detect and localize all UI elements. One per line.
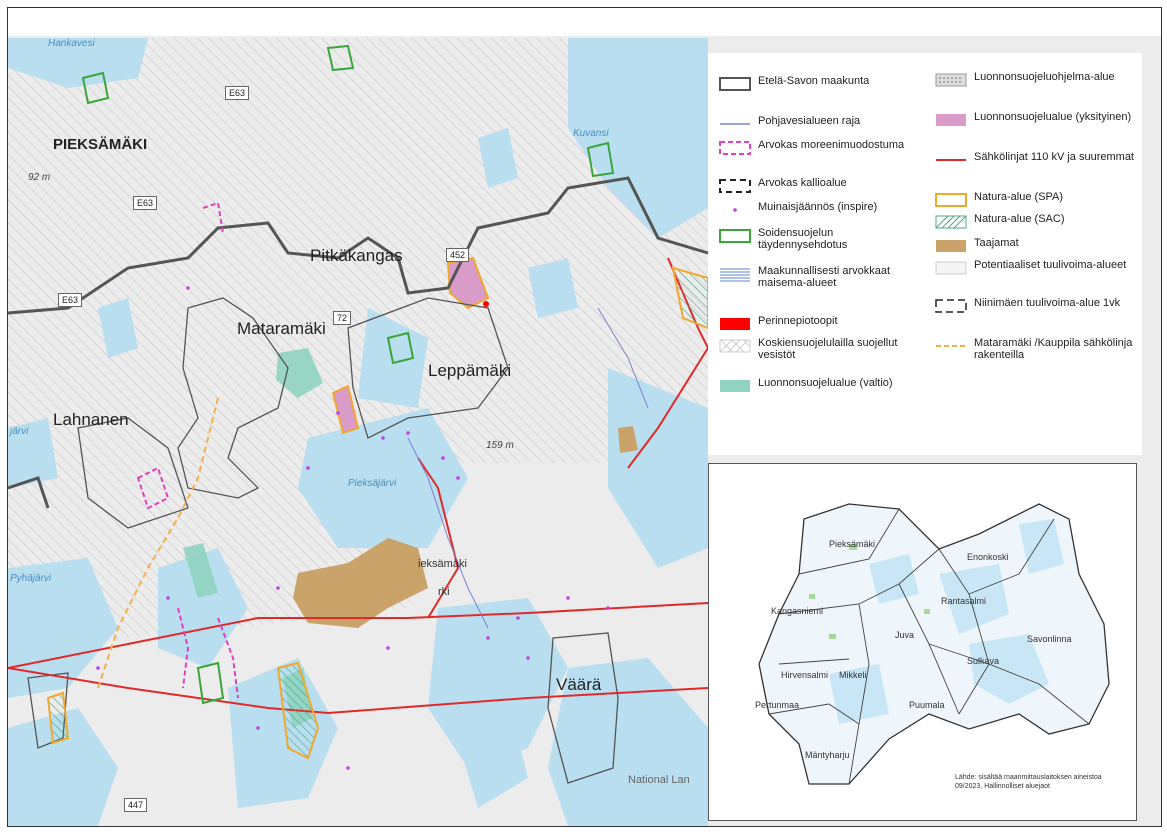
ancient-dot-icon	[733, 208, 737, 212]
water-label-pieksajarvi: Pieksäjärvi	[348, 478, 397, 489]
elevation-159: 159 m	[486, 440, 514, 451]
legend-item-mire: Soidensuojelun täydennysehdotus	[718, 227, 918, 251]
rock-dash-icon	[719, 179, 751, 193]
heritage-site	[483, 301, 489, 307]
construction-line-icon	[936, 345, 966, 347]
road-shield-e63-left: E63	[58, 293, 83, 307]
region-border	[8, 176, 709, 315]
region-border-symbol-icon	[719, 77, 751, 91]
overview-inset-map: Pieksämäki Enonkoski Rantasalmi Kangasni…	[708, 463, 1137, 821]
legend-item-niinimaki: Niinimäen tuulivoima-alue 1vk	[934, 297, 1134, 314]
region-border-south	[8, 476, 50, 509]
inset-label-2: Rantasalmi	[941, 596, 987, 606]
map-frame: Hankavesi Kuvansi Pieksäjärvi Pyhäjärvi …	[7, 7, 1162, 827]
place-label-partial: rki	[438, 586, 450, 598]
powerline-icon	[936, 159, 966, 161]
legend-item-sac: Natura-alue (SAC)	[934, 213, 1134, 230]
map-legend: Etelä-Savon maakunta Pohjavesialueen raj…	[708, 53, 1142, 455]
legend-item-landscape: Maakunnallisesti arvokkaat maisema-aluee…	[718, 265, 918, 289]
moraine-dash-icon	[719, 141, 751, 155]
inset-label-0: Pieksämäki	[829, 539, 876, 549]
top-margin	[8, 8, 1161, 36]
elevation-92: 92 m	[28, 172, 51, 183]
legend-item-powerline: Sähkölinjat 110 kV ja suuremmat	[934, 151, 1134, 168]
private-reserve-fill-icon	[936, 114, 966, 126]
inset-label-7: Hirvensalmi	[781, 670, 829, 680]
ancient-relics	[96, 286, 610, 770]
landscape-lines-icon	[720, 268, 750, 282]
heritage-fill-icon	[720, 318, 750, 330]
legend-item-rapids: Koskiensuojelulailla suojellut vesistöt	[718, 337, 918, 361]
inset-label-8: Mikkeli	[839, 670, 867, 680]
legend-item-ancient: Muinaisjäännös (inspire)	[718, 201, 918, 218]
road-shield-447: 447	[124, 798, 148, 812]
groundwater-line-icon	[720, 123, 750, 125]
legend-item-construction: Mataramäki /Kauppila sähkölinja rakentei…	[934, 337, 1134, 361]
inset-label-3: Kangasniemi	[771, 606, 824, 616]
mire-features	[81, 44, 615, 705]
road-shield-e63-mid: E63	[133, 196, 158, 210]
wind-area-box-icon	[935, 261, 967, 275]
place-label-mataramaki: Mataramäki	[237, 319, 326, 338]
road-shield-e63-top: E63	[225, 86, 250, 100]
water-label-hankavesi: Hankavesi	[48, 38, 95, 49]
state-reserve-fill-icon	[720, 380, 750, 392]
inset-label-11: Mäntyharju	[805, 750, 850, 760]
niinimaki-dash-icon	[935, 299, 967, 313]
sac-hatch-icon	[935, 215, 967, 229]
legend-item-region-border: Etelä-Savon maakunta	[718, 75, 918, 92]
place-label-pieksamaki-region: PIEKSÄMÄKI	[53, 136, 148, 153]
place-label-vaara: Väärä	[556, 675, 602, 694]
inset-label-1: Enonkoski	[967, 552, 1009, 562]
water-label-jarvi: järvi	[10, 426, 29, 437]
inset-map-svg	[758, 503, 1110, 785]
legend-item-spa: Natura-alue (SPA)	[934, 191, 1134, 208]
program-dots-icon	[935, 73, 967, 87]
inset-label-5: Savonlinna	[1027, 634, 1072, 644]
place-label-leppamaki: Leppämäki	[428, 361, 512, 380]
water-label-kuvansi: Kuvansi	[573, 128, 609, 139]
urban-fill-icon	[936, 240, 966, 252]
inset-label-10: Puumala	[909, 700, 945, 710]
legend-item-groundwater: Pohjavesialueen raja	[718, 115, 918, 132]
wind-areas	[27, 297, 619, 784]
legend-item-private-reserve: Luonnonsuojelualue (yksityinen)	[934, 111, 1134, 128]
construction-powerline	[97, 397, 219, 689]
place-label-pieksamaki-town: ieksämäki	[418, 558, 467, 570]
mire-box-icon	[719, 229, 751, 243]
source-note: Lähde: sisältää maanmittauslaitoksen ain…	[955, 774, 1102, 790]
place-label-national-land: National Lan	[628, 774, 690, 786]
inset-lakes	[829, 519, 1064, 724]
legend-item-wind: Potentiaaliset tuulivoima-alueet	[934, 259, 1134, 276]
inset-label-4: Juva	[895, 630, 915, 640]
spa-box-icon	[935, 193, 967, 207]
inset-municipality-borders	[768, 508, 1090, 785]
place-label-lahnanen: Lahnanen	[53, 410, 129, 429]
legend-item-rock: Arvokas kallioalue	[718, 177, 918, 194]
legend-item-urban: Taajamat	[934, 237, 1134, 254]
inset-green-areas	[809, 544, 930, 639]
place-label-pitkakangas: Pitkäkangas	[310, 246, 403, 265]
legend-item-program: Luonnonsuojeluohjelma-alue	[934, 71, 1134, 88]
water-label-pyhajarvi: Pyhäjärvi	[10, 573, 52, 584]
legend-item-moraine: Arvokas moreenimuodostuma	[718, 139, 918, 156]
inset-label-6: Sulkava	[967, 656, 1000, 666]
legend-item-heritage: Perinnepiotoopit	[718, 315, 918, 332]
rapids-hatch-icon	[719, 339, 751, 353]
urban-areas	[293, 426, 638, 628]
road-shield-452: 452	[446, 248, 470, 262]
inset-label-9: Pertunmaa	[755, 700, 800, 710]
groundwater-lines	[407, 307, 649, 629]
water-bodies	[8, 38, 708, 826]
rapids-protected-area	[8, 38, 708, 648]
legend-item-state-reserve: Luonnonsuojelualue (valtio)	[718, 377, 918, 394]
spa-areas	[46, 266, 709, 760]
road-shield-72: 72	[333, 311, 352, 325]
moraine-features	[136, 201, 239, 699]
